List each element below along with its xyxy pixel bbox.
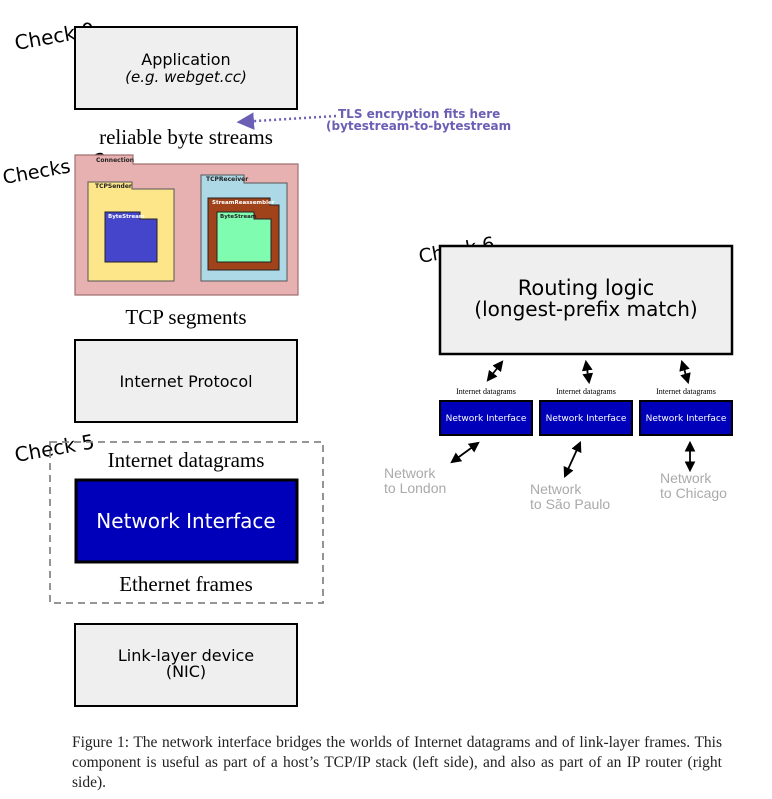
tls-text-line1: TLS encryption fits here: [338, 107, 500, 121]
router-network-interface-1-label: Network Interface: [446, 414, 527, 424]
routing-arrow-2: [581, 359, 594, 385]
router-network-interface-3: [639, 400, 733, 436]
routing-logic-line1: Routing logic: [518, 276, 655, 300]
sender-bytestream-folder: [104, 211, 158, 263]
router-network-interface-3-label: Network Interface: [646, 414, 727, 424]
link-layer-line2: (NIC): [166, 662, 206, 681]
check5-dashed-region: [49, 441, 324, 604]
interface-2-datagram-label: Internet datagrams: [556, 387, 616, 396]
london-arrow: [450, 441, 480, 464]
ethernet-frames-label: Ethernet frames: [119, 572, 253, 596]
routing-arrow-1: [486, 360, 504, 382]
network-interface-label: Network Interface: [96, 509, 275, 533]
tls-arrow: [236, 112, 337, 130]
application-title: Application: [141, 50, 230, 69]
receiver-bytestream-label: ByteStream: [220, 214, 257, 220]
router-network-interface-2-label: Network Interface: [546, 414, 627, 424]
network-chicago-line2: to Chicago: [660, 485, 727, 501]
network-interface-box: [74, 478, 299, 564]
application-subtitle: (e.g. webget.cc): [125, 68, 247, 86]
sender-bytestream-label: ByteStream: [108, 214, 145, 220]
tcp-connection-label: Connection: [96, 157, 134, 164]
figure-caption: Figure 1: The network interface bridges …: [72, 734, 722, 791]
figure-diagram: Check 0 Application (e.g. webget.cc) TLS…: [1, 17, 734, 707]
interface-1-datagram-label: Internet datagrams: [456, 387, 516, 396]
interface-3-datagram-label: Internet datagrams: [656, 387, 716, 396]
tcp-segments-label: TCP segments: [125, 305, 246, 329]
link-layer-device-box: [74, 623, 298, 707]
internet-datagrams-label: Internet datagrams: [108, 448, 265, 472]
tcp-receiver-label: TCPReceiver: [206, 176, 248, 183]
receiver-bytestream-folder: [216, 211, 272, 263]
tls-text-line2: (bytestream-to-bytestream: [326, 119, 511, 133]
sao-paulo-arrow: [563, 441, 582, 478]
network-sao-paulo-line1: Network: [530, 481, 582, 497]
stream-reassembler-label: StreamReassembler: [212, 200, 275, 206]
routing-logic-box: [438, 244, 734, 356]
network-london-line1: Network: [384, 465, 436, 481]
network-sao-paulo-line2: to São Paulo: [530, 496, 610, 512]
router-network-interface-1: [439, 400, 533, 436]
check5-label: Check 5: [13, 429, 97, 467]
internet-protocol-box: [74, 339, 298, 423]
reliable-byte-streams-label: reliable byte streams: [99, 125, 273, 149]
internet-protocol-label: Internet Protocol: [119, 372, 252, 391]
network-chicago-line1: Network: [660, 470, 712, 486]
application-box: [74, 26, 298, 110]
routing-logic-line2: (longest-prefix match): [474, 297, 697, 321]
link-layer-line1: Link-layer device: [118, 646, 254, 665]
network-london-line2: to London: [384, 480, 446, 496]
routing-arrow-3: [679, 359, 691, 385]
tcp-sender-label: TCPSender: [95, 183, 132, 190]
router-network-interface-2: [539, 400, 633, 436]
